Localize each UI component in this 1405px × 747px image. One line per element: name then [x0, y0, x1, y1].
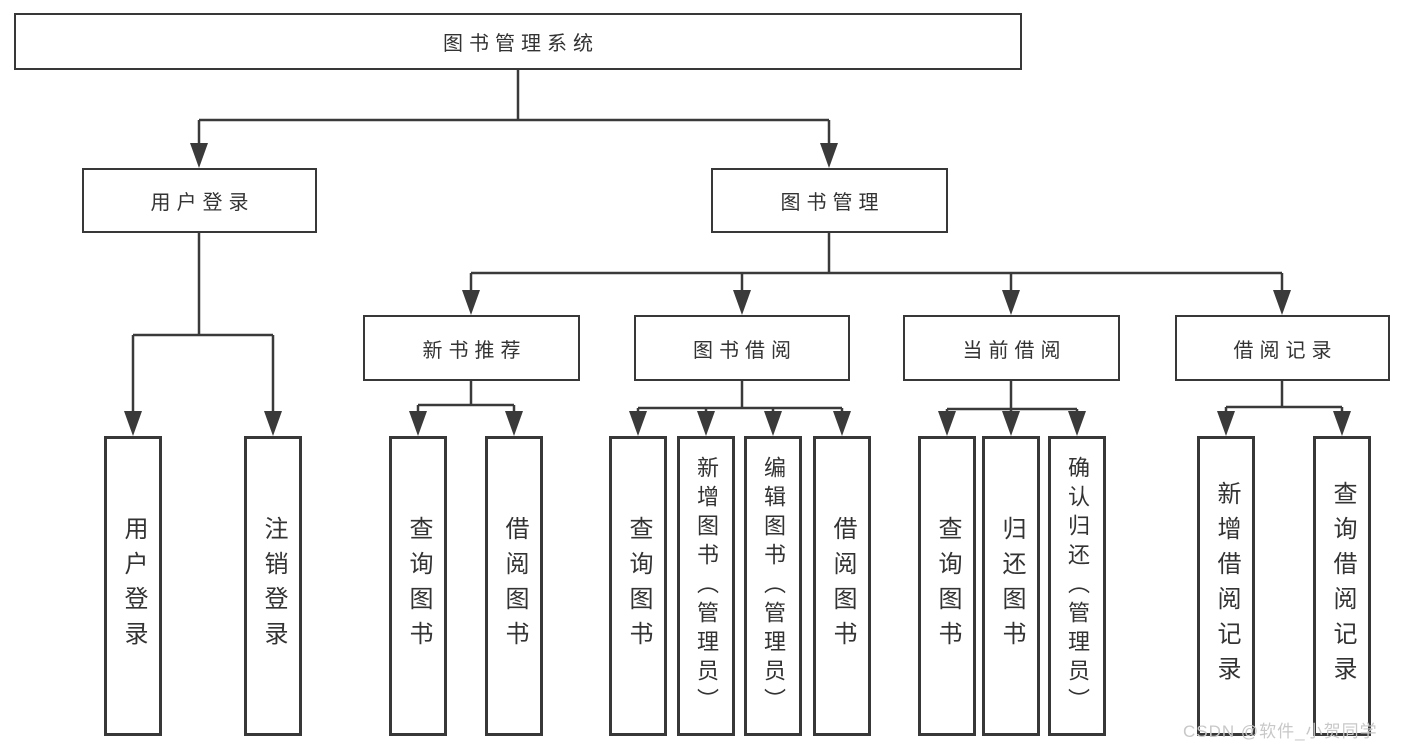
node-current-borrowing: 当前借阅 [903, 315, 1120, 381]
leaf-label: 查询借阅记录 [1329, 481, 1356, 691]
node-library-management-system: 图书管理系统 [14, 13, 1022, 70]
node-leaf-query-borrow-record: 查询借阅记录 [1313, 436, 1371, 736]
leaf-label: 归还图书 [998, 516, 1025, 656]
leaf-label: 借阅图书 [501, 516, 528, 656]
node-user-login: 用户登录 [82, 168, 317, 233]
leaf-label: 用户登录 [120, 516, 147, 656]
leaf-label: 查询图书 [625, 516, 652, 656]
node-leaf-borrow-book-borrowing: 借阅图书 [813, 436, 871, 736]
node-new-book-recommend: 新书推荐 [363, 315, 580, 381]
node-leaf-query-book-current: 查询图书 [918, 436, 976, 736]
leaf-label: 确认归还（管理员） [1065, 455, 1090, 717]
leaf-label: 新增图书（管理员） [694, 455, 719, 717]
node-book-management: 图书管理 [711, 168, 948, 233]
leaf-label: 查询图书 [934, 516, 961, 656]
node-book-borrowing: 图书借阅 [634, 315, 850, 381]
arrowheads [124, 143, 1351, 436]
csdn-watermark: CSDN @软件_小贺同学 [1183, 722, 1378, 741]
node-leaf-return-book: 归还图书 [982, 436, 1040, 736]
node-leaf-add-borrow-record: 新增借阅记录 [1197, 436, 1255, 736]
node-leaf-query-book-borrowing: 查询图书 [609, 436, 667, 736]
tree-edges [131, 69, 1344, 418]
node-borrowing-records: 借阅记录 [1175, 315, 1390, 381]
leaf-label: 查询图书 [405, 516, 432, 656]
leaf-label: 编辑图书（管理员） [761, 455, 786, 717]
node-leaf-add-book-admin: 新增图书（管理员） [677, 436, 735, 736]
node-leaf-logout: 注销登录 [244, 436, 302, 736]
leaf-label: 注销登录 [260, 516, 287, 656]
node-leaf-query-book-recommend: 查询图书 [389, 436, 447, 736]
leaf-label: 新增借阅记录 [1213, 481, 1240, 691]
node-leaf-edit-book-admin: 编辑图书（管理员） [744, 436, 802, 736]
node-leaf-confirm-return-admin: 确认归还（管理员） [1048, 436, 1106, 736]
leaf-label: 借阅图书 [829, 516, 856, 656]
node-leaf-user-login: 用户登录 [104, 436, 162, 736]
node-leaf-borrow-book-recommend: 借阅图书 [485, 436, 543, 736]
